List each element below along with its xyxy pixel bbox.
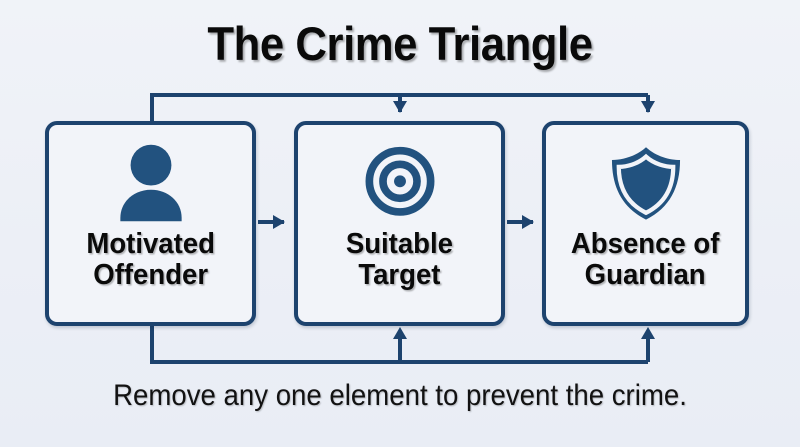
connector-top-rail: [150, 93, 648, 123]
node-suitable-target[interactable]: Suitable Target: [294, 121, 505, 326]
caption-text: Remove any one element to prevent the cr…: [113, 379, 687, 412]
node-label-line1: Suitable: [345, 228, 454, 260]
node-label-line2: Guardian: [585, 259, 706, 291]
node-absence-of-guardian[interactable]: Absence of Guardian: [542, 121, 749, 326]
node-label-line1: Motivated: [86, 228, 215, 260]
node-label-line2: Offender: [93, 259, 208, 291]
page-title: The Crime Triangle: [207, 17, 593, 70]
node-label-line1: Absence of: [571, 228, 720, 260]
person-icon: [119, 144, 182, 222]
node-label-suitable-target: Suitable Target: [342, 229, 457, 291]
node-label-absence-of-guardian: Absence of Guardian: [567, 229, 723, 291]
shield-icon: [611, 147, 680, 220]
node-label-motivated-offender: Motivated Offender: [82, 229, 218, 291]
connector-bottom-rail: [150, 326, 648, 364]
node-label-line2: Target: [358, 259, 441, 291]
target-icon: [365, 146, 434, 216]
node-motivated-offender[interactable]: Motivated Offender: [45, 121, 256, 326]
